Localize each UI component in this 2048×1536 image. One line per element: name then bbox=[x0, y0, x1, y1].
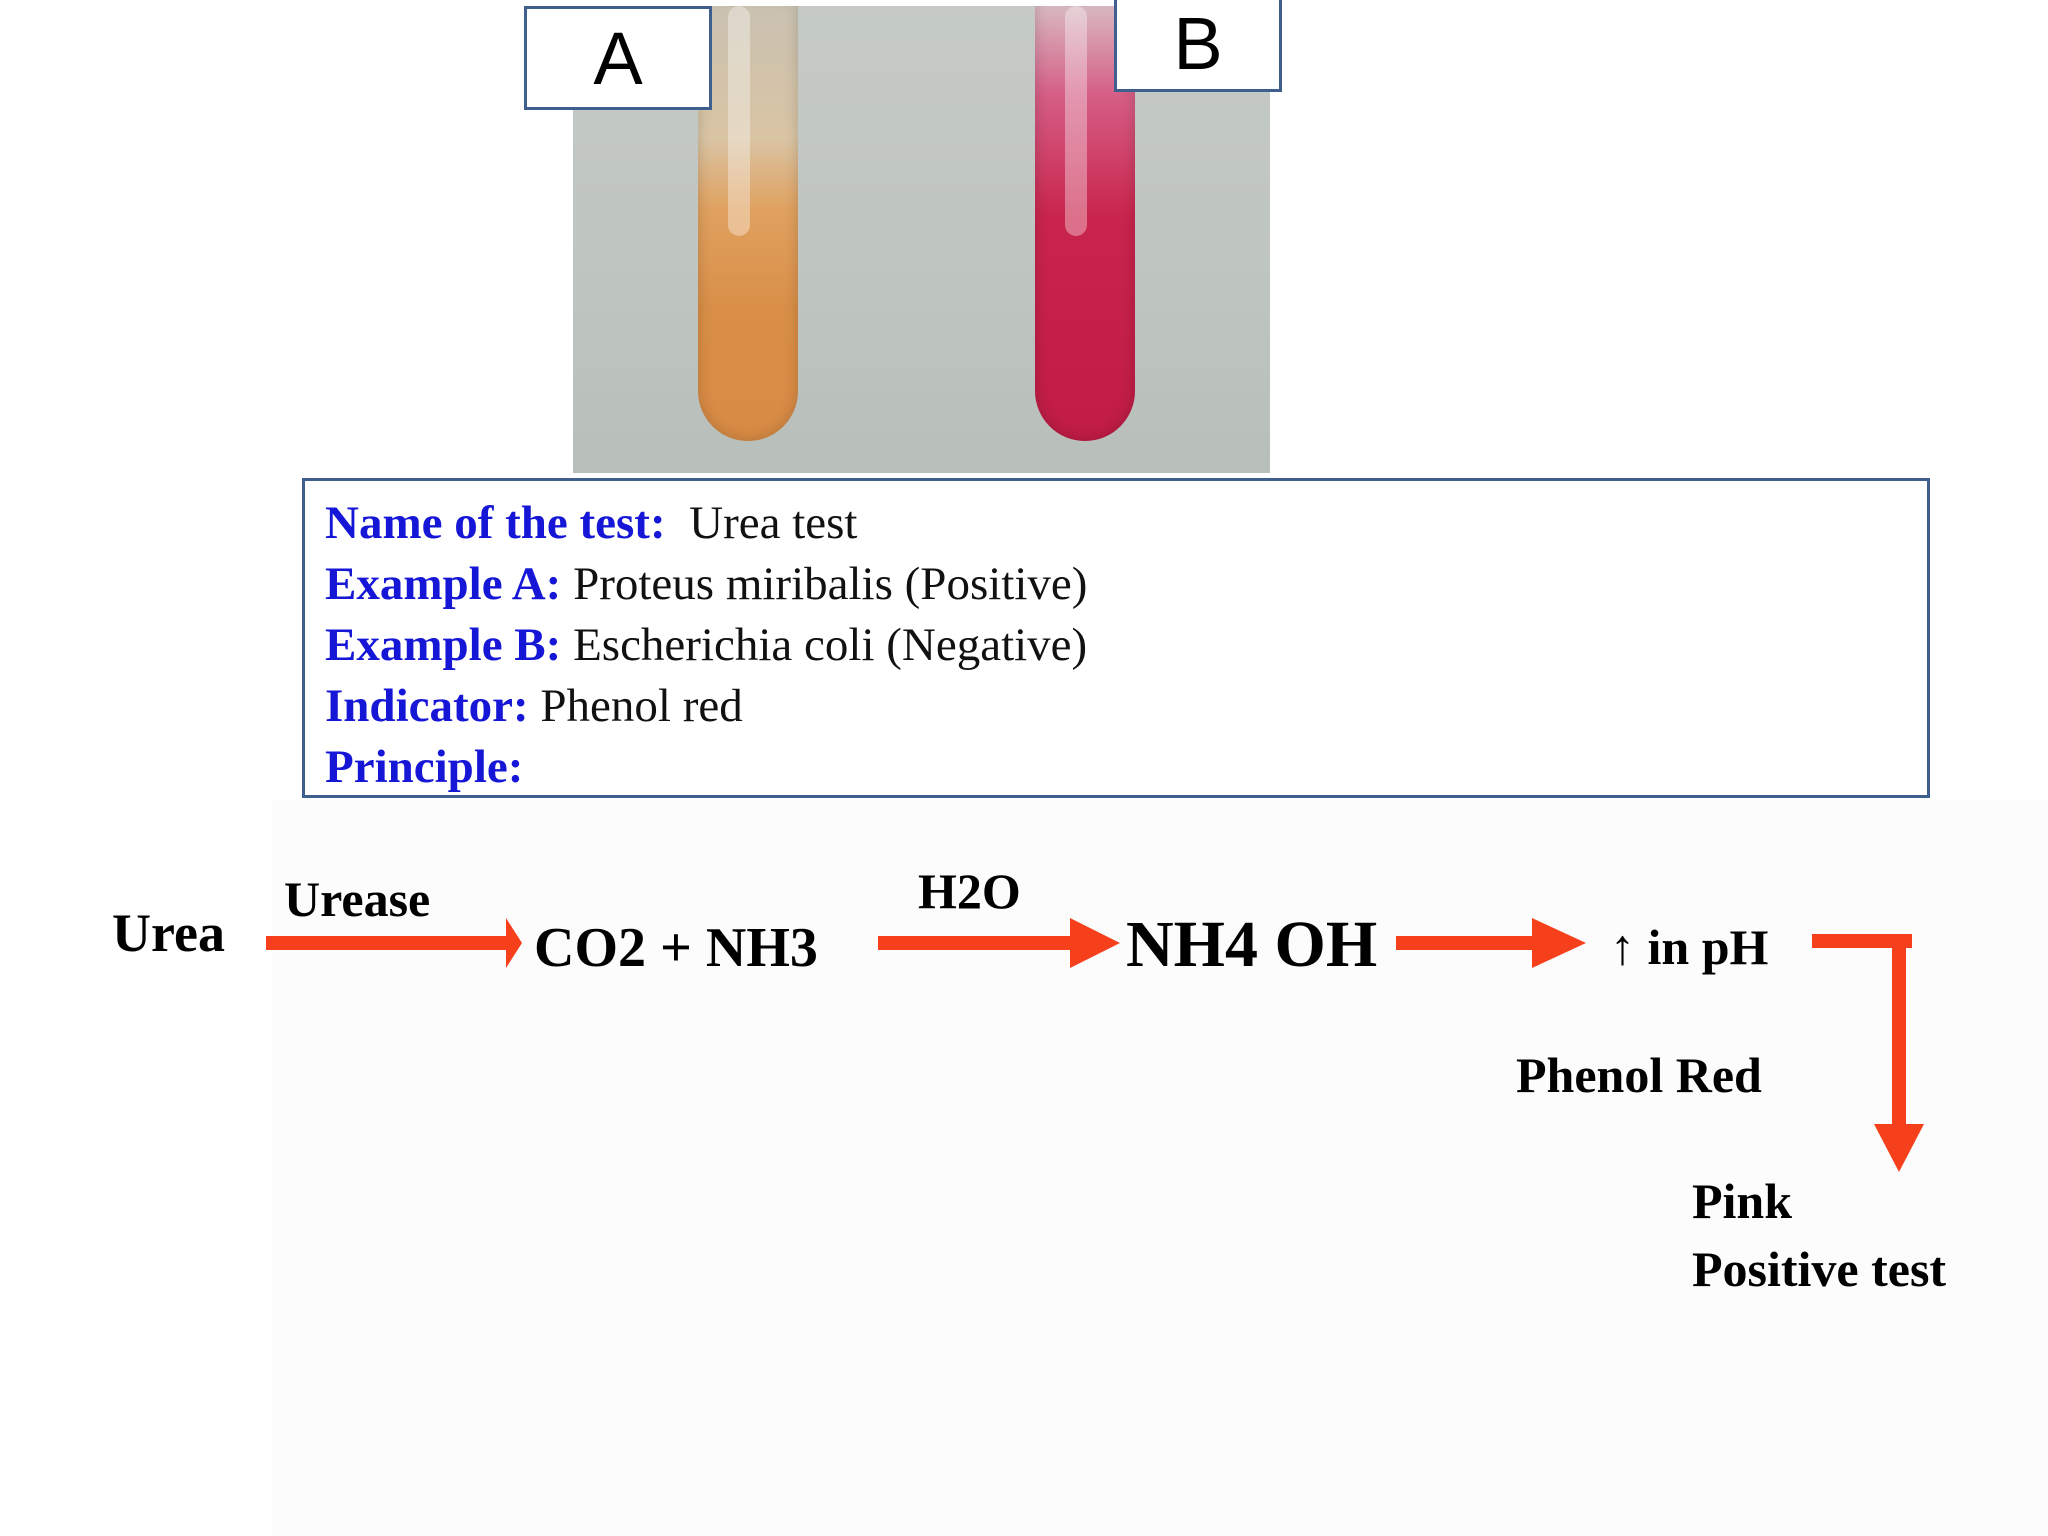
flow-nh4oh: NH4 OH bbox=[1126, 908, 1378, 981]
flow-pink: Pink bbox=[1692, 1173, 1793, 1229]
info-indicator-value: Phenol red bbox=[540, 680, 743, 732]
info-principle-line: Principle: bbox=[325, 737, 1927, 798]
tube-a bbox=[698, 6, 798, 441]
arrow-co2-to-nh4oh bbox=[878, 918, 1120, 968]
info-principle-key: Principle: bbox=[325, 741, 524, 793]
info-name-line: Name of the test: Urea test bbox=[325, 493, 1927, 554]
info-box: Name of the test: Urea test Example A: P… bbox=[302, 478, 1930, 798]
info-example-b-value: Escherichia coli (Negative) bbox=[573, 619, 1088, 671]
info-example-a-line: Example A: Proteus miribalis (Positive) bbox=[325, 554, 1927, 615]
info-indicator-key: Indicator: bbox=[325, 680, 529, 732]
info-example-b-key: Example B: bbox=[325, 619, 562, 671]
info-name-key: Name of the test: bbox=[325, 497, 666, 549]
label-a: A bbox=[524, 6, 712, 110]
info-example-a-value: Proteus miribalis (Positive) bbox=[573, 558, 1088, 610]
flow-h2o: H2O bbox=[918, 863, 1021, 919]
arrow-ph-to-pink bbox=[1812, 934, 1924, 1172]
background-panel bbox=[272, 800, 2048, 1536]
info-name-value: Urea test bbox=[689, 497, 858, 549]
info-example-b-line: Example B: Escherichia coli (Negative) bbox=[325, 615, 1927, 676]
label-b: B bbox=[1114, 0, 1282, 92]
flow-urease: Urease bbox=[284, 871, 431, 927]
flow-co2-nh3: CO2 + NH3 bbox=[534, 917, 818, 979]
flow-urea: Urea bbox=[112, 903, 225, 963]
info-example-a-key: Example A: bbox=[325, 558, 562, 610]
arrow-urea-to-co2 bbox=[266, 918, 522, 968]
flow-positive-test: Positive test bbox=[1692, 1241, 1947, 1297]
arrow-nh4oh-to-ph bbox=[1396, 918, 1586, 968]
info-indicator-line: Indicator: Phenol red bbox=[325, 676, 1927, 737]
flow-ph: ↑ in pH bbox=[1610, 919, 1769, 975]
flow-phenol-red: Phenol Red bbox=[1516, 1047, 1762, 1103]
